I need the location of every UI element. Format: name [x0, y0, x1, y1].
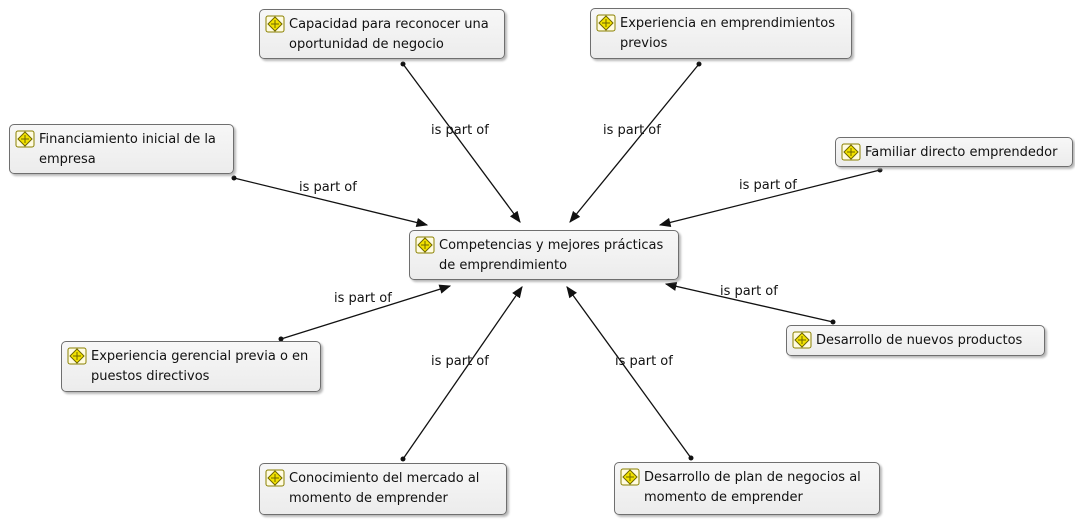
- node-financiamiento[interactable]: Financiamiento inicial de la empresa: [9, 124, 234, 174]
- node-label: Competencias y mejores prácticas de empr…: [439, 238, 664, 273]
- code-node-icon: [265, 15, 285, 33]
- node-label: Capacidad para reconocer una oportunidad…: [289, 17, 489, 52]
- node-capacidad[interactable]: Capacidad para reconocer una oportunidad…: [259, 9, 505, 59]
- edge-plan-negocios: [566, 286, 692, 459]
- node-label: Conocimiento del mercado al momento de e…: [289, 471, 480, 506]
- edge-experiencia-ger: [280, 284, 452, 340]
- node-experiencia-emprendimientos[interactable]: Experiencia en emprendimientos previos: [590, 8, 852, 59]
- edge-conocimiento: [402, 286, 523, 460]
- node-experiencia-gerencial[interactable]: Experiencia gerencial previa o en puesto…: [61, 341, 321, 392]
- edge-label: is part of: [603, 123, 661, 138]
- edge-label: is part of: [739, 178, 797, 193]
- code-node-icon: [792, 331, 812, 349]
- node-label: Familiar directo emprendedor: [865, 145, 1058, 160]
- edge-desarrollo-prod: [664, 281, 834, 323]
- edge-label: is part of: [334, 291, 392, 306]
- edge-anchor-dot: [696, 61, 702, 67]
- code-node-icon: [841, 143, 861, 161]
- edge-label: is part of: [615, 354, 673, 369]
- edge-label: is part of: [431, 123, 489, 138]
- code-node-icon: [596, 14, 616, 32]
- edge-label: is part of: [720, 284, 778, 299]
- edge-label: is part of: [299, 180, 357, 195]
- edge-anchor-dot: [400, 456, 406, 462]
- code-node-icon: [265, 469, 285, 487]
- edge-anchor-dot: [830, 319, 836, 325]
- code-node-icon: [415, 236, 435, 254]
- node-desarrollo-productos[interactable]: Desarrollo de nuevos productos: [786, 325, 1045, 356]
- node-label: Experiencia en emprendimientos previos: [620, 16, 835, 51]
- node-conocimiento-mercado[interactable]: Conocimiento del mercado al momento de e…: [259, 463, 507, 515]
- edge-anchor-dot: [400, 61, 406, 67]
- node-competencias[interactable]: Competencias y mejores prácticas de empr…: [409, 230, 679, 280]
- node-label: Financiamiento inicial de la empresa: [39, 132, 216, 167]
- node-familiar[interactable]: Familiar directo emprendedor: [835, 137, 1073, 167]
- code-node-icon: [15, 130, 35, 148]
- node-label: Desarrollo de nuevos productos: [816, 333, 1023, 348]
- edge-anchor-dot: [688, 455, 694, 461]
- code-node-icon: [620, 468, 640, 486]
- edge-anchor-dot: [278, 336, 284, 342]
- edge-anchor-dot: [877, 167, 883, 173]
- edge-label: is part of: [431, 354, 489, 369]
- edge-anchor-dot: [231, 175, 237, 181]
- edge-capacidad: [402, 63, 521, 223]
- node-label: Desarrollo de plan de negocios al moment…: [644, 470, 861, 505]
- code-node-icon: [67, 347, 87, 365]
- edge-familiar: [658, 169, 881, 227]
- edge-experiencia-emp: [569, 63, 700, 223]
- node-label: Experiencia gerencial previa o en puesto…: [91, 349, 309, 384]
- edge-financiamiento: [233, 177, 429, 228]
- node-plan-negocios[interactable]: Desarrollo de plan de negocios al moment…: [614, 462, 880, 515]
